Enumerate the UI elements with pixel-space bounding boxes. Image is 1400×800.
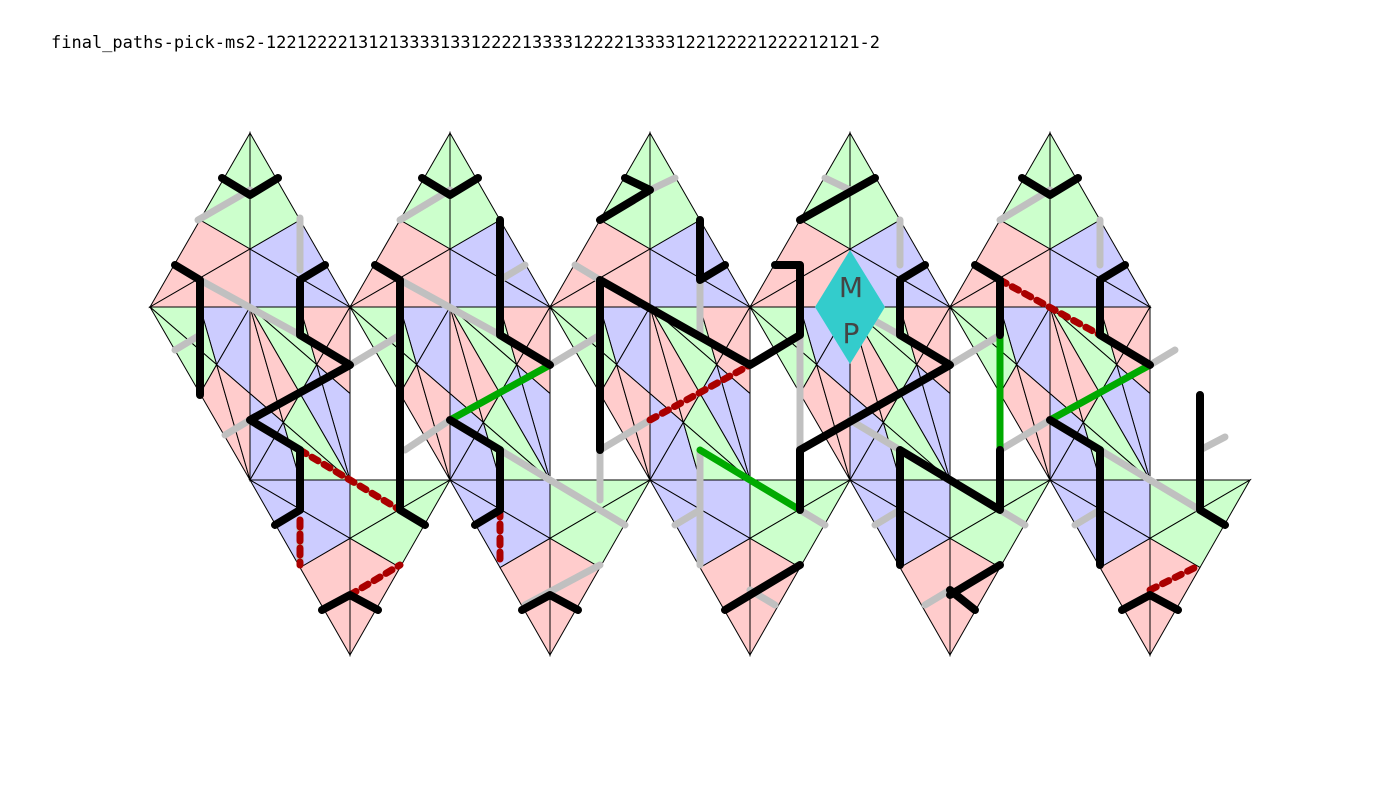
path-segment-gray	[401, 416, 454, 454]
path-segment-black	[418, 174, 482, 199]
path-segment-black	[796, 174, 879, 224]
path-segment-gray	[871, 506, 904, 529]
path-segment-gray	[996, 186, 1054, 224]
path-segment-red-dashed	[1146, 561, 1204, 594]
path-segment-gray	[796, 506, 829, 529]
path-segment-gray	[996, 506, 1029, 529]
path-segment-black	[1046, 416, 1104, 569]
path-segment-gray	[821, 174, 854, 194]
tile-triangle	[1049, 306, 1101, 424]
marked-tile: M P	[815, 250, 885, 364]
path-segment-gray	[396, 276, 504, 339]
path-segment-black	[596, 174, 654, 224]
path-segment-gray	[921, 586, 954, 609]
path-segment-red-dashed	[346, 561, 404, 599]
path-segment-black	[496, 216, 554, 369]
path-segment-black	[796, 261, 954, 514]
path-segment-gray	[396, 186, 454, 224]
path-segment-gray	[946, 331, 1004, 369]
path-segment-black	[1196, 391, 1229, 529]
path-segment-gray	[546, 331, 604, 369]
path-segment-gray	[571, 261, 604, 284]
path-segment-black	[1018, 174, 1082, 199]
path-segment-gray	[1071, 506, 1104, 529]
marked-label-lower: P	[843, 317, 860, 350]
path-segment-gray	[1096, 446, 1204, 514]
path-segment-black	[946, 561, 1004, 599]
marked-diamond	[815, 250, 885, 364]
path-segment-gray	[646, 174, 679, 194]
path-segment-black	[971, 261, 1004, 339]
path-segment-black	[246, 261, 354, 529]
marked-label-upper: M	[839, 271, 863, 304]
path-segment-black	[896, 446, 1004, 569]
path-segment-gray	[596, 416, 654, 454]
path-segment-gray	[171, 331, 204, 354]
path-layer	[171, 174, 1229, 614]
tile-triangle	[649, 306, 701, 424]
path-segment-gray	[996, 416, 1054, 454]
path-segment-gray	[346, 331, 404, 369]
path-segment-green	[696, 446, 804, 514]
path-segment-black	[518, 591, 582, 614]
path-segment-gray	[846, 416, 904, 454]
path-segment-gray	[496, 446, 629, 529]
path-segment-gray	[1196, 433, 1229, 454]
page-title: final_paths-pick-ms2-1221222213121333313…	[51, 33, 881, 53]
path-segment-black	[721, 561, 804, 614]
path-segment-black	[171, 261, 204, 399]
path-segment-red-dashed	[646, 361, 754, 424]
path-segment-gray	[496, 261, 529, 284]
path-segment-black	[696, 216, 729, 284]
path-segment-black	[218, 174, 282, 199]
path-segment-black	[1118, 591, 1182, 614]
tile-triangle	[249, 306, 301, 424]
path-segment-green	[446, 361, 554, 424]
path-segment-black	[318, 591, 382, 614]
path-segment-gray	[221, 416, 254, 439]
path-segment-gray	[194, 186, 254, 224]
path-segment-gray	[671, 506, 704, 529]
path-segment-black	[371, 261, 429, 529]
path-segment-gray	[196, 276, 304, 339]
path-segment-black	[1096, 261, 1154, 369]
tile-triangle	[449, 306, 501, 424]
path-segment-red-dashed	[296, 446, 404, 514]
path-segment-red-dashed	[996, 276, 1104, 339]
path-segment-black	[596, 261, 804, 454]
path-segment-black	[446, 416, 504, 529]
path-segment-gray	[1146, 346, 1179, 369]
path-segment-green	[1046, 361, 1154, 424]
